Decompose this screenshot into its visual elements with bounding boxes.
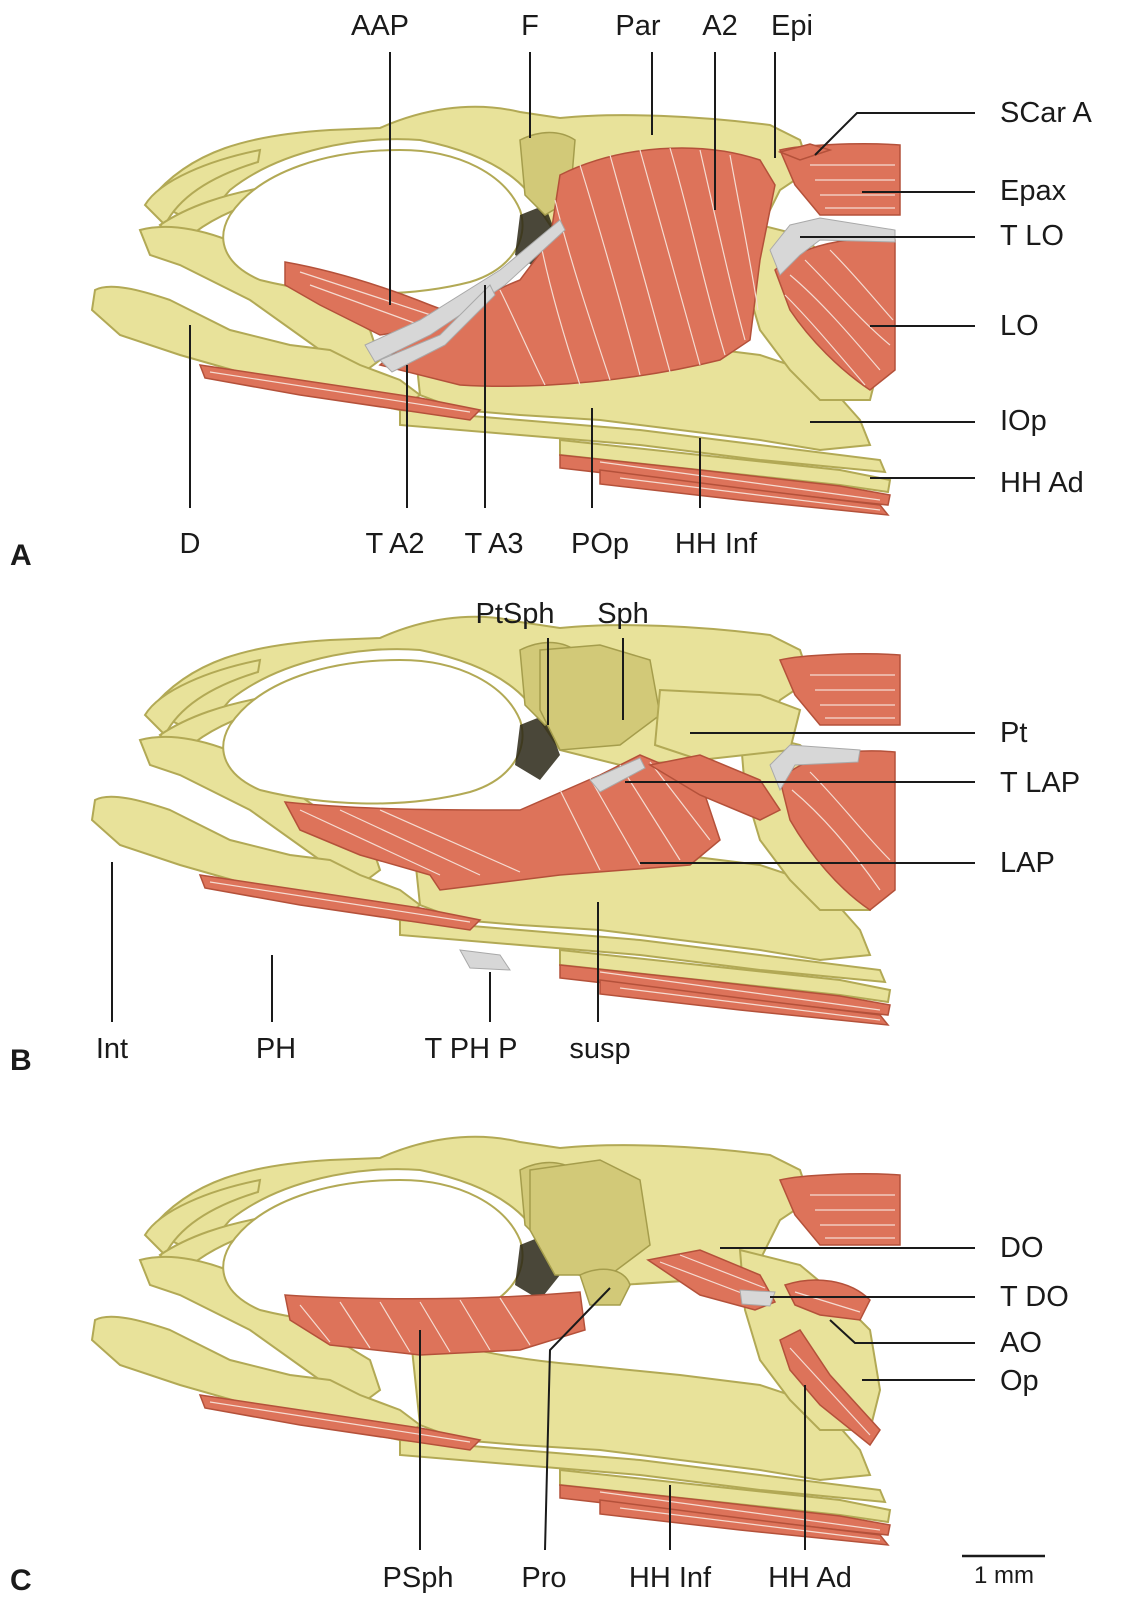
label-hh-inf-c: HH Inf (629, 1562, 712, 1594)
label-f: F (521, 10, 539, 42)
label-ptsph: PtSph (476, 598, 555, 630)
label-pro: Pro (521, 1562, 566, 1594)
panel-a-skull-model (92, 107, 900, 515)
panel-a-letter: A (10, 539, 32, 572)
label-t-lo: T LO (1000, 220, 1064, 252)
label-t-lap: T LAP (1000, 767, 1080, 799)
label-hh-ad-c: HH Ad (768, 1562, 852, 1594)
label-ph: PH (256, 1033, 296, 1065)
label-epax: Epax (1000, 175, 1067, 207)
label-aap: AAP (351, 10, 409, 42)
label-iop: IOp (1000, 405, 1047, 437)
label-int: Int (96, 1033, 128, 1065)
panel-b: B PtSph Sph Pt T LAP LAP Int PH T PH P s… (10, 598, 1080, 1077)
label-hh-ad-a: HH Ad (1000, 467, 1084, 499)
panel-b-skull-model (92, 617, 900, 1025)
label-par: Par (615, 10, 660, 42)
label-hh-inf-a: HH Inf (675, 528, 758, 560)
label-psph: PSph (383, 1562, 454, 1594)
label-t-do: T DO (1000, 1281, 1069, 1313)
label-t-a3: T A3 (464, 528, 523, 560)
label-d: D (180, 528, 201, 560)
panel-b-letter: B (10, 1044, 32, 1077)
panel-c-letter: C (10, 1564, 32, 1597)
label-lap: LAP (1000, 847, 1055, 879)
label-ao: AO (1000, 1327, 1042, 1359)
scale-bar-label: 1 mm (974, 1562, 1034, 1589)
label-epi: Epi (771, 10, 813, 42)
label-pop: POp (571, 528, 629, 560)
panel-a: A AAP F Par A2 Epi SCar A Epax T LO LO I… (10, 10, 1093, 572)
scale-bar: 1 mm (962, 1556, 1045, 1589)
label-t-a2: T A2 (365, 528, 424, 560)
label-a2: A2 (702, 10, 737, 42)
label-pt: Pt (1000, 717, 1027, 749)
label-t-ph-p: T PH P (425, 1033, 518, 1065)
panel-c-skull-model (92, 1137, 900, 1545)
label-scar-a: SCar A (1000, 97, 1093, 129)
label-lo: LO (1000, 310, 1039, 342)
label-op: Op (1000, 1365, 1039, 1397)
panel-c: C DO T DO AO Op PSph Pro HH Inf HH Ad (10, 1137, 1069, 1597)
label-susp: susp (569, 1033, 630, 1065)
label-do: DO (1000, 1232, 1044, 1264)
label-sph: Sph (597, 598, 649, 630)
